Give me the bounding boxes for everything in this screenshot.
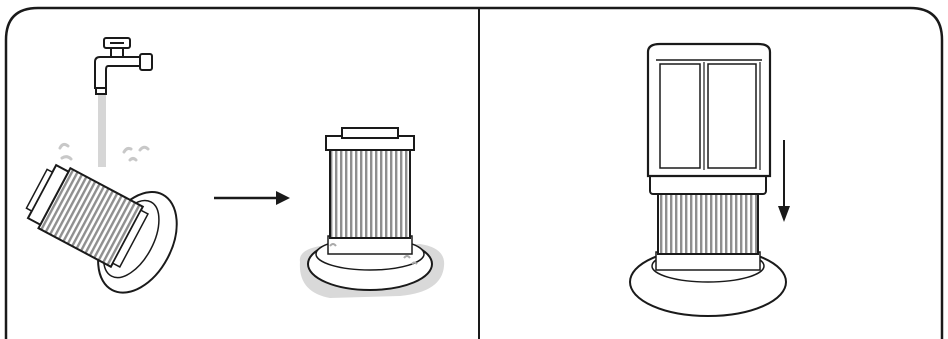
figure-frame <box>4 6 944 339</box>
water-stream-icon <box>58 95 150 167</box>
panel-right <box>629 42 790 317</box>
panel-left <box>25 37 445 298</box>
right-arrow-icon <box>214 191 290 205</box>
water-tap-icon <box>94 37 153 95</box>
filter-cover-icon <box>629 42 787 317</box>
filter-icon <box>25 163 178 294</box>
wet-filter-icon <box>299 127 445 298</box>
down-arrow-icon <box>778 140 790 222</box>
